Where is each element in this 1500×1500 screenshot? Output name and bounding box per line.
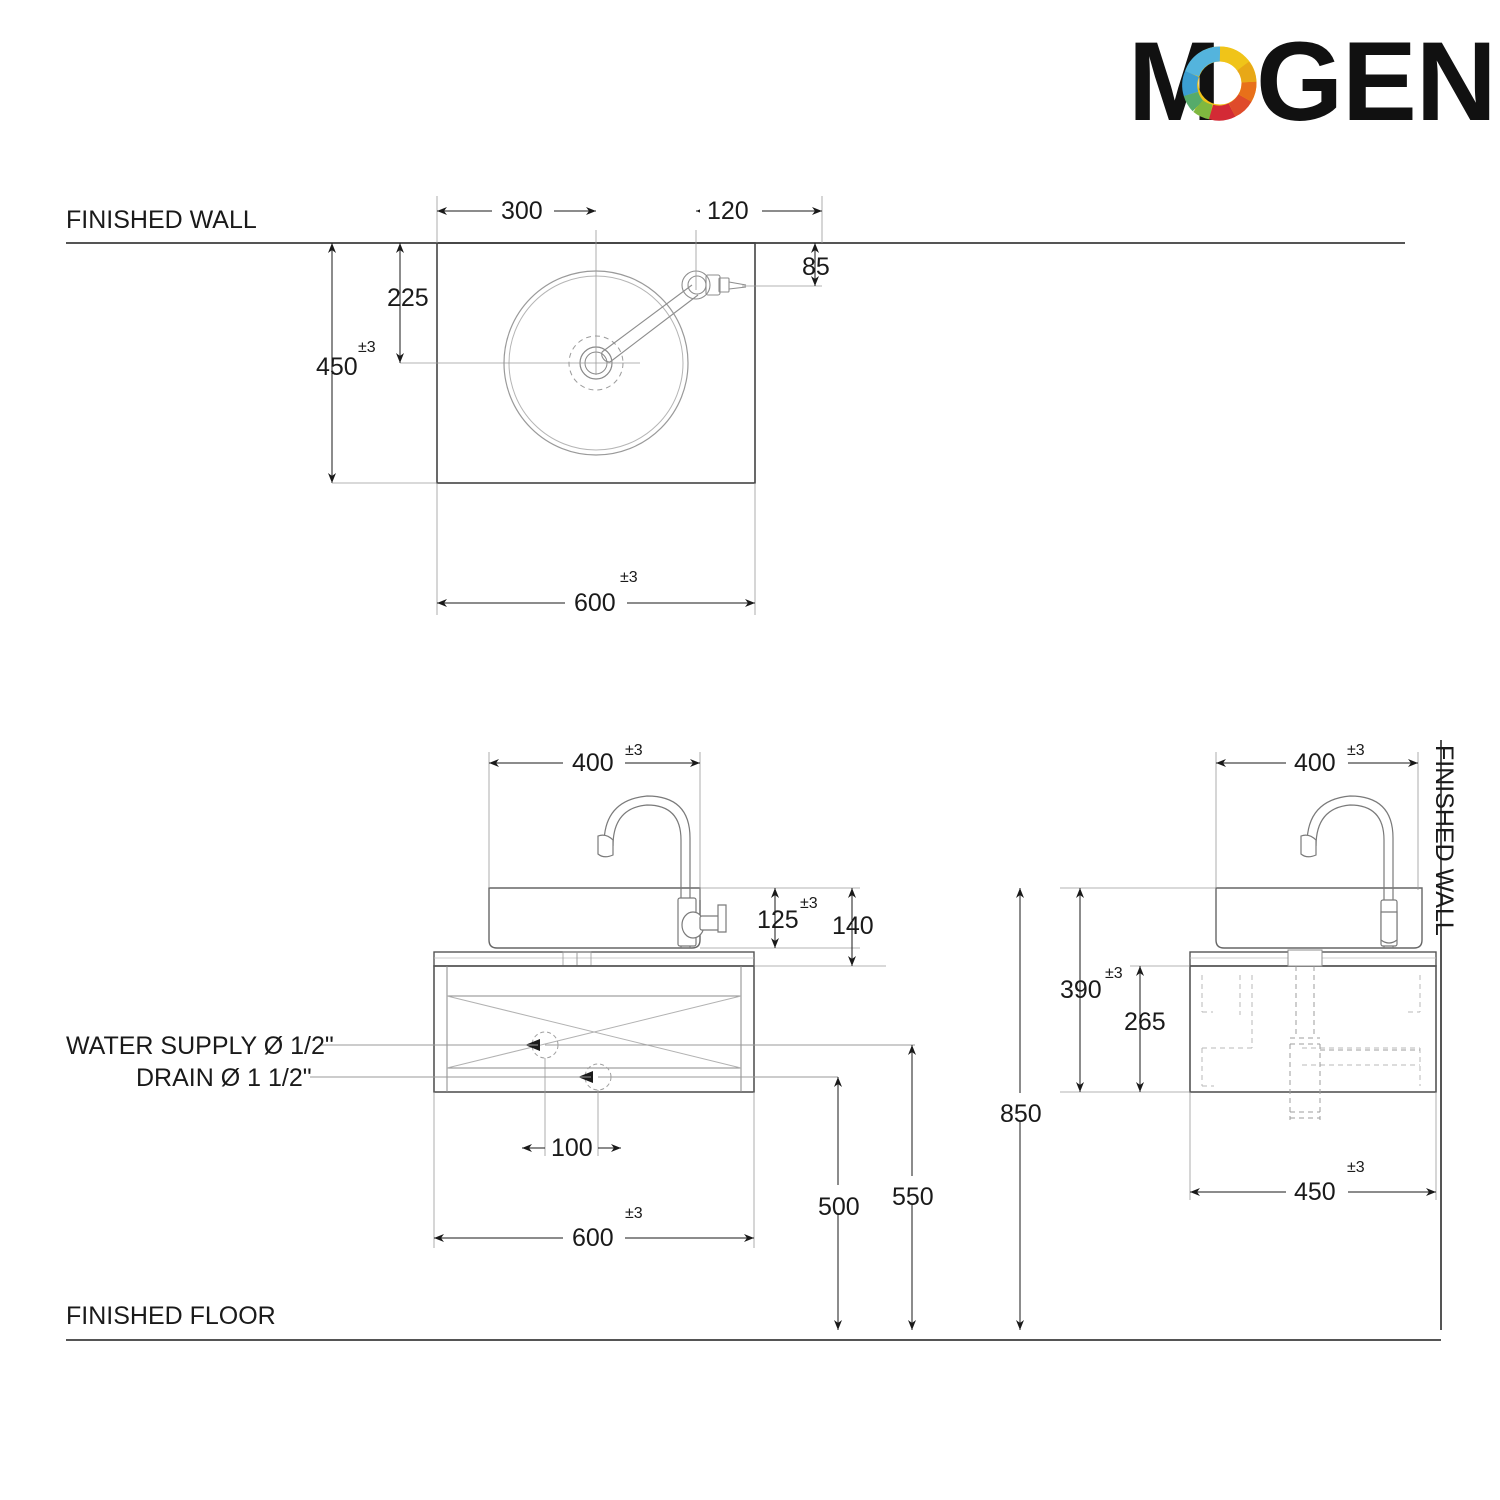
dimension-225: 225 <box>387 243 429 363</box>
dimension-600-top-value: 600 <box>574 589 616 617</box>
dimension-140: 140 <box>754 888 886 967</box>
dimension-450-depth-value: 450 <box>316 353 358 381</box>
dimension-225-value: 225 <box>387 284 429 312</box>
dimension-390-tolerance: ±3 <box>1105 965 1123 982</box>
front-view-faucet <box>597 795 727 948</box>
front-view-drain-callout: DRAIN Ø 1 1/2" <box>136 1063 838 1092</box>
front-elevation-view: 400 ±3 125 ±3 140 WATER SUPPLY Ø 1/2" <box>66 742 940 1330</box>
dimension-450-side-value: 450 <box>1294 1178 1336 1206</box>
dimension-450-depth: 450 ±3 <box>316 243 437 484</box>
dimension-400-side-tolerance: ±3 <box>1347 742 1365 759</box>
water-supply-label: WATER SUPPLY Ø 1/2" <box>66 1032 334 1060</box>
dimension-100: 100 <box>522 1058 621 1162</box>
dimension-125-value: 125 <box>757 906 799 934</box>
front-view-counter-top <box>433 951 755 967</box>
dimension-450-side-tolerance: ±3 <box>1347 1159 1365 1176</box>
dimension-125-tolerance: ±3 <box>800 895 818 912</box>
dimension-450-depth-tolerance: ±3 <box>358 339 376 356</box>
dimension-300: 300 <box>436 196 596 243</box>
finished-floor-label: FINISHED FLOOR <box>66 1302 276 1330</box>
front-view-cabinet <box>433 965 755 1093</box>
dimension-120: 120 <box>696 196 823 243</box>
side-view-drain-trap <box>1289 966 1420 1120</box>
dimension-600-top: 600 ±3 <box>436 483 756 617</box>
dimension-400-side: 400 ±3 <box>1216 742 1418 777</box>
dimension-850: 850 <box>992 888 1050 1330</box>
finished-wall-right-label: FINISHED WALL <box>1430 745 1458 936</box>
dimension-265: 265 <box>1124 965 1190 1092</box>
dimension-390-value: 390 <box>1060 976 1102 1004</box>
dimension-400-front: 400 ±3 <box>489 742 700 777</box>
front-view-drawer-x <box>446 995 742 1069</box>
dimension-400-side-value: 400 <box>1294 749 1336 777</box>
mogen-logo: M GEN <box>1128 19 1497 144</box>
logo-text-m: M <box>1128 19 1220 144</box>
side-view-cabinet <box>1189 965 1437 1093</box>
dimension-600-front: 600 ±3 <box>433 1092 755 1252</box>
dimension-120-value: 120 <box>707 197 749 225</box>
dimension-500-value: 500 <box>818 1193 860 1221</box>
dimension-400-front-tolerance: ±3 <box>625 742 643 759</box>
side-elevation-view: FINISHED WALL 400 ±3 390 ±3 265 850 <box>992 740 1458 1330</box>
dimension-850-value: 850 <box>1000 1100 1042 1128</box>
dimension-265-value: 265 <box>1124 1008 1166 1036</box>
dimension-85: 85 <box>802 243 830 286</box>
dimension-600-top-tolerance: ±3 <box>620 569 638 586</box>
dimension-125: 125 ±3 <box>700 887 860 949</box>
dimension-450-side: 450 ±3 <box>1189 1092 1437 1206</box>
logo-ring-icon <box>1182 46 1257 121</box>
top-view: 300 120 85 225 450 ±3 <box>316 196 830 617</box>
top-view-faucet <box>601 270 747 363</box>
dimension-500: 500 <box>810 1077 866 1330</box>
logo-text-gen: GEN <box>1256 19 1496 144</box>
dimension-390: 390 ±3 <box>1060 887 1216 1093</box>
dimension-600-front-tolerance: ±3 <box>625 1205 643 1222</box>
front-view-basin <box>488 887 701 949</box>
dimension-550: 550 <box>884 1045 940 1330</box>
front-view-supply-callout: WATER SUPPLY Ø 1/2" <box>66 1031 915 1060</box>
dimension-600-front-value: 600 <box>572 1224 614 1252</box>
side-view-faucet <box>1300 795 1398 948</box>
dimension-550-value: 550 <box>892 1183 934 1211</box>
side-view-basin <box>1215 887 1423 949</box>
dimension-85-value: 85 <box>802 253 830 281</box>
dimension-100-value: 100 <box>551 1134 593 1162</box>
side-view-hidden-lines <box>1201 975 1421 1087</box>
finished-wall-top-label: FINISHED WALL <box>66 206 257 234</box>
dimension-400-front-value: 400 <box>572 749 614 777</box>
dimension-300-value: 300 <box>501 197 543 225</box>
drain-label: DRAIN Ø 1 1/2" <box>136 1064 312 1092</box>
dimension-140-value: 140 <box>832 912 874 940</box>
